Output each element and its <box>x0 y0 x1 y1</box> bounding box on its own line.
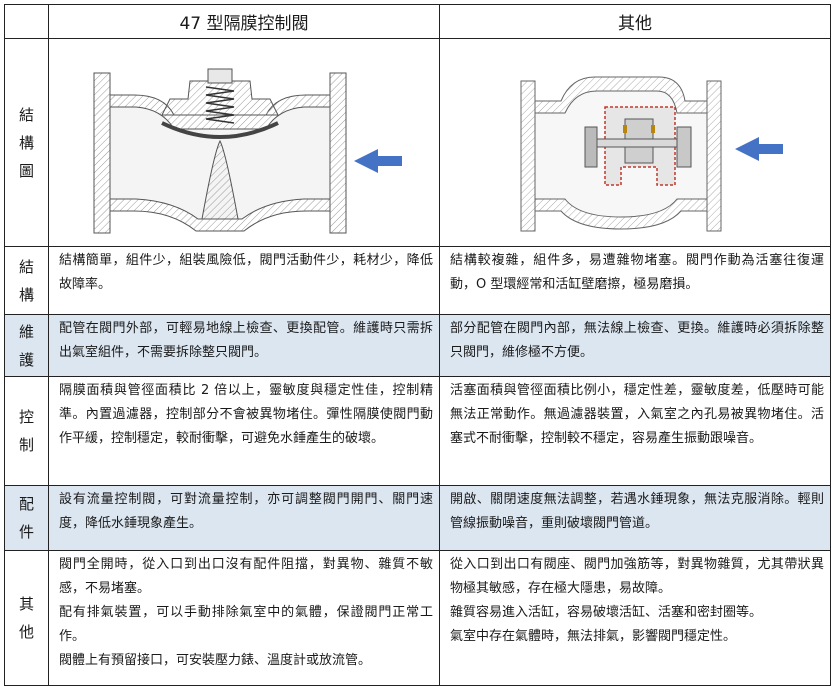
row-accessories: 配 件 設有流量控制閥，可對流量控制，亦可調整閥門開門、關門速度，降低水錘現象產… <box>4 485 831 551</box>
bonnet <box>161 80 279 115</box>
maintenance-col1: 配管在閥門外部，可輕易地線上檢查、更換配管。維護時只需拆出氣室組件，不需要拆除整… <box>48 314 440 377</box>
diaphragm-valve-diagram-cell <box>48 38 440 247</box>
left-flange <box>93 72 111 233</box>
accessories-col1: 設有流量控制閥，可對流量控制，亦可調整閥門開門、關門速度，降低水錘現象產生。 <box>48 485 440 551</box>
header-col1: 47 型隔膜控制閥 <box>48 4 440 39</box>
cap <box>207 68 233 83</box>
piston-valve-diagram-cell <box>439 38 831 247</box>
maintenance-col2: 部分配管在閥門內部，無法線上檢查、更換。維護時必須拆除整只閥門，維修極不方便。 <box>439 314 831 377</box>
spring <box>205 85 235 124</box>
diaphragm <box>161 120 279 139</box>
valve-disc <box>584 126 598 167</box>
header-corner <box>4 4 49 39</box>
piston-valve-diagram <box>520 76 783 231</box>
other-col2: 從入口到出口有閥座、閥門加強筋等，對異物雜質，尤其帶狀異物極其敏感，存在極大隱患… <box>439 550 831 686</box>
diagram-row: 結 構 圖 <box>4 38 831 247</box>
other-col1: 閥門全開時，從入口到出口沒有配件阻擋，對異物、雜質不敏感，不易堵塞。 配有排氣裝… <box>48 550 440 686</box>
header-col2: 其他 <box>439 4 831 39</box>
row-label-maintenance: 維 護 <box>4 314 49 377</box>
row-control: 控 制 隔膜面積與管徑面積比 2 倍以上，靈敏度與穩定性佳，控制精準。內置過濾器… <box>4 376 831 486</box>
row-label-diagram: 結 構 圖 <box>4 38 49 247</box>
flow-arrow-icon <box>354 148 402 173</box>
flow-arrow-icon <box>735 136 783 161</box>
valve-stem <box>592 138 686 147</box>
row-structure: 結 構 結構簡單，組件少，組裝風險低，閥門活動件少，耗材少，降低故障率。 結構較… <box>4 246 831 315</box>
row-other: 其 他 閥門全開時，從入口到出口沒有配件阻擋，對異物、雜質不敏感，不易堵塞。 配… <box>4 550 831 686</box>
diaphragm-valve-diagram <box>93 68 402 233</box>
row-label-other: 其 他 <box>4 550 49 686</box>
control-col1: 隔膜面積與管徑面積比 2 倍以上，靈敏度與穩定性佳，控制精準。內置過濾器，控制部… <box>48 376 440 486</box>
comparison-table: 47 型隔膜控制閥 其他 結 構 圖 <box>4 4 831 686</box>
control-col2: 活塞面積與管徑面積比例小，穩定性差，靈敏度差，低壓時可能無法正常動作。無過濾器裝… <box>439 376 831 486</box>
o-ring-top <box>623 124 627 133</box>
row-label-control: 控 制 <box>4 376 49 486</box>
valve-rib <box>201 139 239 219</box>
structure-col1: 結構簡單，組件少，組裝風險低，閥門活動件少，耗材少，降低故障率。 <box>48 246 440 315</box>
structure-col2: 結構較複雜，組件多，易遭雜物堵塞。閥門作動為活塞往復運動，O 型環經常和活缸壁磨… <box>439 246 831 315</box>
row-maintenance: 維 護 配管在閥門外部，可輕易地線上檢查、更換配管。維護時只需拆出氣室組件，不需… <box>4 314 831 377</box>
o-ring-bottom <box>651 124 655 133</box>
row-label-structure: 結 構 <box>4 246 49 315</box>
right-flange <box>329 72 347 233</box>
header-row: 47 型隔膜控制閥 其他 <box>4 4 831 39</box>
accessories-col2: 開啟、關閉速度無法調整，若遇水錘現象，無法克服消除。輕則管線振動噪音，重則破壞閥… <box>439 485 831 551</box>
valve-seat <box>676 126 692 167</box>
row-label-accessories: 配 件 <box>4 485 49 551</box>
left-flange <box>520 80 536 231</box>
right-flange <box>706 80 722 231</box>
